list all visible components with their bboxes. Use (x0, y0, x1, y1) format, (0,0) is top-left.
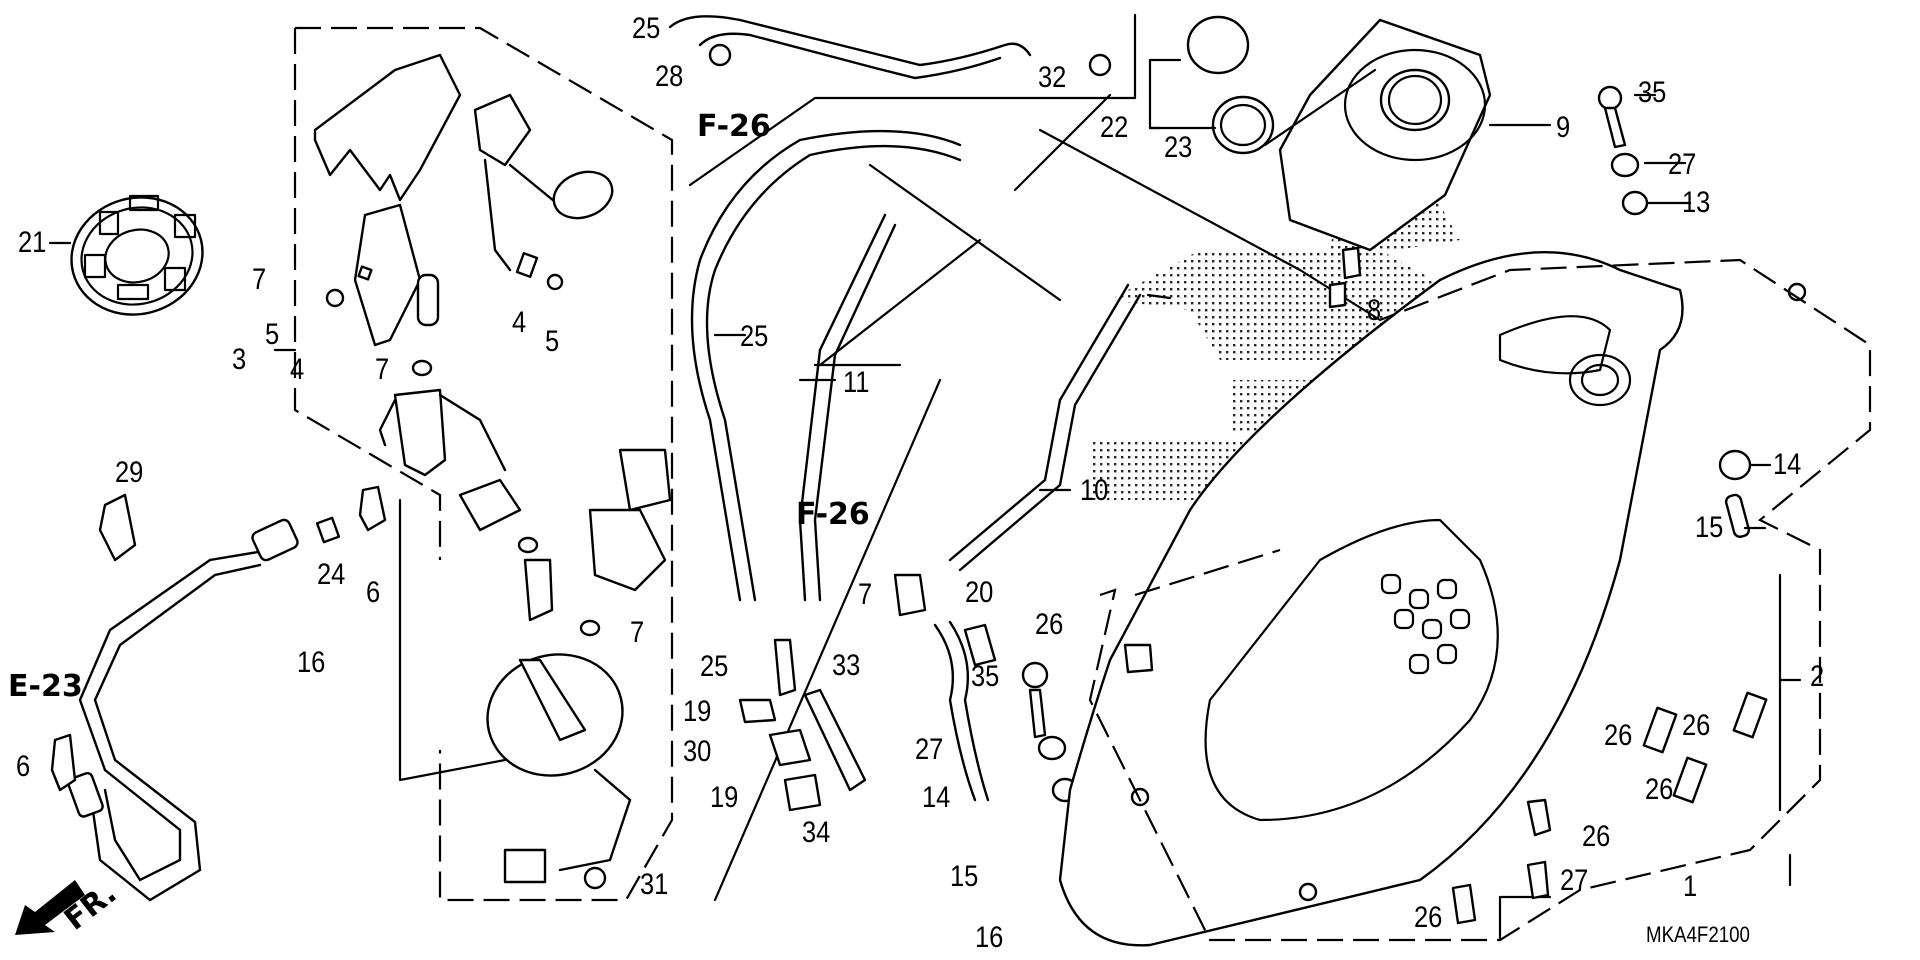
callout-10: 9 (1556, 111, 1571, 144)
callout-12: 11 (843, 366, 870, 399)
callout-18: 25 (740, 320, 769, 353)
callout-25-c: 26 (1645, 773, 1674, 806)
callout-26-a: 26 (1582, 820, 1611, 853)
callout-19-lower: 19 (710, 781, 739, 814)
callout-31: 31 (640, 868, 669, 901)
leader-lines (713, 58, 1772, 530)
callout-13-mid: 14 (922, 781, 951, 814)
diagram-code: MKA4F2100 (1646, 922, 1750, 947)
callout-19-upper: 19 (683, 695, 712, 728)
callout-27-top: 27 (1668, 148, 1697, 181)
callout-14-bottom: 15 (950, 860, 979, 893)
ref-f26-mid: F-26 (796, 497, 870, 532)
right-small-parts (1123, 85, 1768, 925)
callout-26-b: 27 (1560, 864, 1589, 897)
callout-7-mid: 7 (375, 353, 390, 386)
callout-26-left: 26 (1035, 608, 1064, 641)
callout-5-right: 5 (545, 325, 560, 358)
callout-1: 1 (1683, 870, 1698, 903)
ref-f26-top: F-26 (697, 109, 771, 144)
part-17-hose (668, 13, 1137, 187)
callout-25-a: 26 (1682, 709, 1711, 742)
callout-35-mid: 35 (971, 660, 1000, 693)
front-direction-arrow (15, 880, 85, 935)
tank-studs (1380, 573, 1471, 675)
fuel-pump-parts (313, 53, 672, 890)
callout-6-top: 6 (366, 576, 381, 609)
callout-5-left: 5 (265, 318, 280, 351)
callout-28: 28 (655, 60, 684, 93)
callout-7-top: 7 (252, 263, 267, 296)
callout-15-right: 15 (1695, 511, 1724, 544)
callout-15-bottom: 16 (975, 921, 1004, 954)
callout-17: 25 (632, 12, 661, 45)
part-16-fuel-hose (50, 485, 387, 902)
callout-33: 33 (832, 649, 861, 682)
callout-13-top: 13 (1682, 186, 1711, 219)
callout-8: 7 (858, 578, 873, 611)
callout-35-top: 35 (1638, 76, 1667, 109)
hoses-18-12-11 (690, 93, 1382, 902)
callout-7-bottom: 7 (630, 616, 645, 649)
callout-20: 25 (700, 650, 729, 683)
callout-14-right: 14 (1773, 448, 1802, 481)
callout-16: 16 (297, 646, 326, 679)
callout-11: 10 (1080, 474, 1109, 507)
callout-2: 2 (1810, 660, 1825, 693)
callout-27-mid: 27 (915, 733, 944, 766)
callout-21: 21 (18, 226, 47, 259)
callout-26-c: 26 (1414, 901, 1443, 934)
fuel-cap-and-tray (1186, 15, 1492, 309)
callout-3: 3 (232, 343, 247, 376)
callout-23: 23 (1164, 131, 1193, 164)
ref-e23: E-23 (8, 669, 83, 704)
fuel-pump-group-outline (273, 26, 674, 902)
callout-19-right: 20 (965, 576, 994, 609)
callout-34: 34 (802, 816, 831, 849)
callout-4-left: 4 (290, 353, 305, 386)
callout-29: 29 (115, 456, 144, 489)
part-21-retainer-ring (48, 194, 204, 316)
callout-22: 22 (1100, 111, 1129, 144)
callout-4-right: 4 (512, 306, 527, 339)
callout-24: 24 (317, 558, 346, 591)
callout-6-left: 6 (16, 750, 31, 783)
callout-25-b: 26 (1604, 719, 1633, 752)
part-1-fuel-tank (1058, 251, 1807, 947)
callout-30: 30 (683, 735, 712, 768)
callout-32: 32 (1038, 61, 1067, 94)
callout-9: 8 (1367, 294, 1382, 327)
